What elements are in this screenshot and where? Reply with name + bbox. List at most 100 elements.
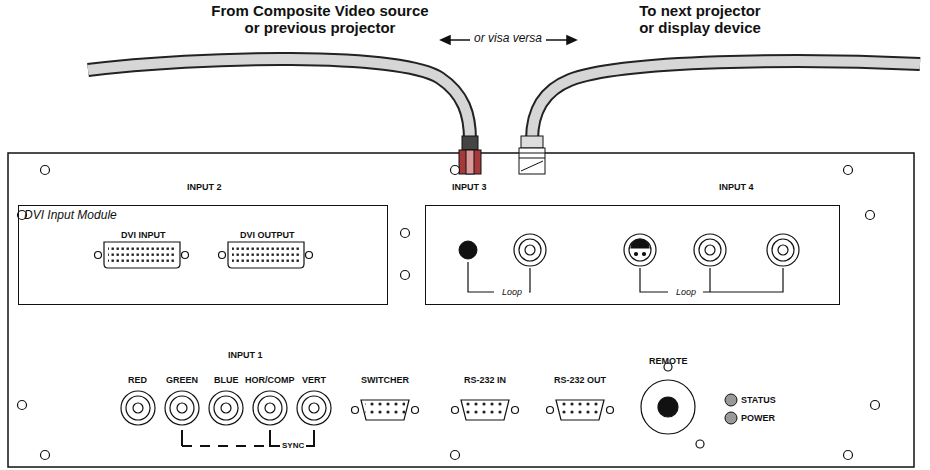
direction-note: or visa versa (474, 32, 542, 46)
db9-port (461, 400, 509, 420)
bnc-jack (772, 239, 794, 261)
status-led (725, 394, 737, 406)
bnc-jack (121, 391, 155, 425)
direction-arrow (441, 36, 450, 44)
section-heading: INPUT 1 (228, 350, 263, 360)
bnc-plug (519, 136, 545, 174)
dvi-connector (306, 252, 313, 259)
bnc-jack (767, 234, 799, 266)
indicator-label: STATUS (741, 395, 776, 405)
video-cable (532, 61, 920, 140)
loop-bracket (640, 268, 668, 292)
remote-jack (641, 380, 695, 434)
module-box: INPUT 2DVI Input ModuleDVI INPUTDVI OUTP… (18, 205, 388, 305)
port-label: REMOTE (649, 356, 688, 366)
rca-jack (459, 241, 477, 259)
bnc-jack (126, 396, 150, 420)
db9-port (512, 407, 519, 414)
dvi-connector (95, 252, 102, 259)
screw-hole (866, 211, 875, 220)
svideo-jack (643, 253, 646, 256)
db9-port (365, 401, 405, 417)
bnc-jack (214, 396, 238, 420)
rca-plug (462, 136, 478, 150)
db9-port (412, 407, 419, 414)
dvi-connector (228, 242, 304, 268)
loop-label: Loop (502, 287, 522, 297)
port-label: SWITCHER (361, 375, 409, 385)
svideo-jack (635, 253, 638, 256)
indicator-label: POWER (741, 413, 775, 423)
sync-label: SYNC (282, 441, 304, 450)
db9-port (560, 401, 600, 417)
bnc-jack (221, 403, 231, 413)
svideo-jack (624, 234, 656, 266)
dvi-connector (108, 245, 176, 264)
screw-hole (871, 401, 880, 410)
rca-jack (459, 241, 477, 259)
rca-plug (459, 136, 481, 174)
screw-hole (18, 401, 27, 410)
bnc-jack (170, 396, 194, 420)
remote-jack (641, 380, 695, 434)
dvi-connector (104, 242, 180, 268)
bnc-jack (309, 403, 319, 413)
screw-hole (41, 166, 50, 175)
screw-hole (844, 166, 853, 175)
bnc-jack (778, 245, 788, 255)
db9-port (465, 401, 505, 417)
port-label: DVI INPUT (121, 230, 166, 240)
direction-arrow (567, 36, 576, 44)
screw-hole (18, 166, 880, 460)
cable-note: To next projector or display device (634, 2, 766, 37)
dvi-connector (182, 252, 189, 259)
db9-port (361, 400, 409, 420)
bnc-jack (209, 391, 243, 425)
video-cable (88, 59, 470, 140)
port-label: DVI OUTPUT (240, 230, 295, 240)
bnc-jack (297, 391, 331, 425)
rca-plug (459, 150, 481, 174)
port-label: HOR/COMP (245, 375, 295, 385)
dvi-connector (219, 252, 226, 259)
video-cable (532, 61, 920, 140)
bnc-jack (265, 403, 275, 413)
screw-hole (696, 440, 704, 448)
db9-port (547, 407, 554, 414)
db9-port (452, 407, 459, 414)
bnc-jack (177, 403, 187, 413)
bnc-jack (302, 396, 326, 420)
port-label: RS-232 IN (464, 375, 506, 385)
remote-jack (658, 397, 678, 417)
loop-bracket (703, 268, 783, 292)
port-label: RS-232 OUT (554, 375, 606, 385)
bnc-plug (519, 158, 545, 159)
status-led (725, 394, 737, 424)
port-label: RED (128, 375, 147, 385)
status-led (725, 412, 737, 424)
screw-hole (41, 451, 50, 460)
rear-panel (8, 153, 914, 467)
bnc-jack (258, 396, 282, 420)
svideo-jack (624, 234, 656, 266)
module-box: INPUT 3INPUT 4LoopLoop (425, 205, 840, 305)
video-cable (88, 59, 920, 140)
section-heading: INPUT 4 (719, 182, 754, 192)
bnc-jack (165, 391, 199, 425)
bnc-jack (705, 245, 715, 255)
bnc-jack (121, 391, 331, 425)
loop-bracket (529, 268, 530, 292)
port-label: GREEN (166, 375, 198, 385)
dvi-connector (232, 245, 300, 264)
bnc-jack (253, 391, 287, 425)
screw-hole (401, 271, 410, 280)
cable-note: From Composite Video source or previous … (206, 2, 434, 37)
port-label: BLUE (214, 375, 239, 385)
bnc-jack (525, 245, 535, 255)
section-heading: INPUT 3 (452, 182, 487, 192)
video-cable (88, 59, 470, 140)
input-bracket (181, 430, 183, 446)
loop-label: Loop (676, 287, 696, 297)
db9-port (352, 400, 614, 420)
